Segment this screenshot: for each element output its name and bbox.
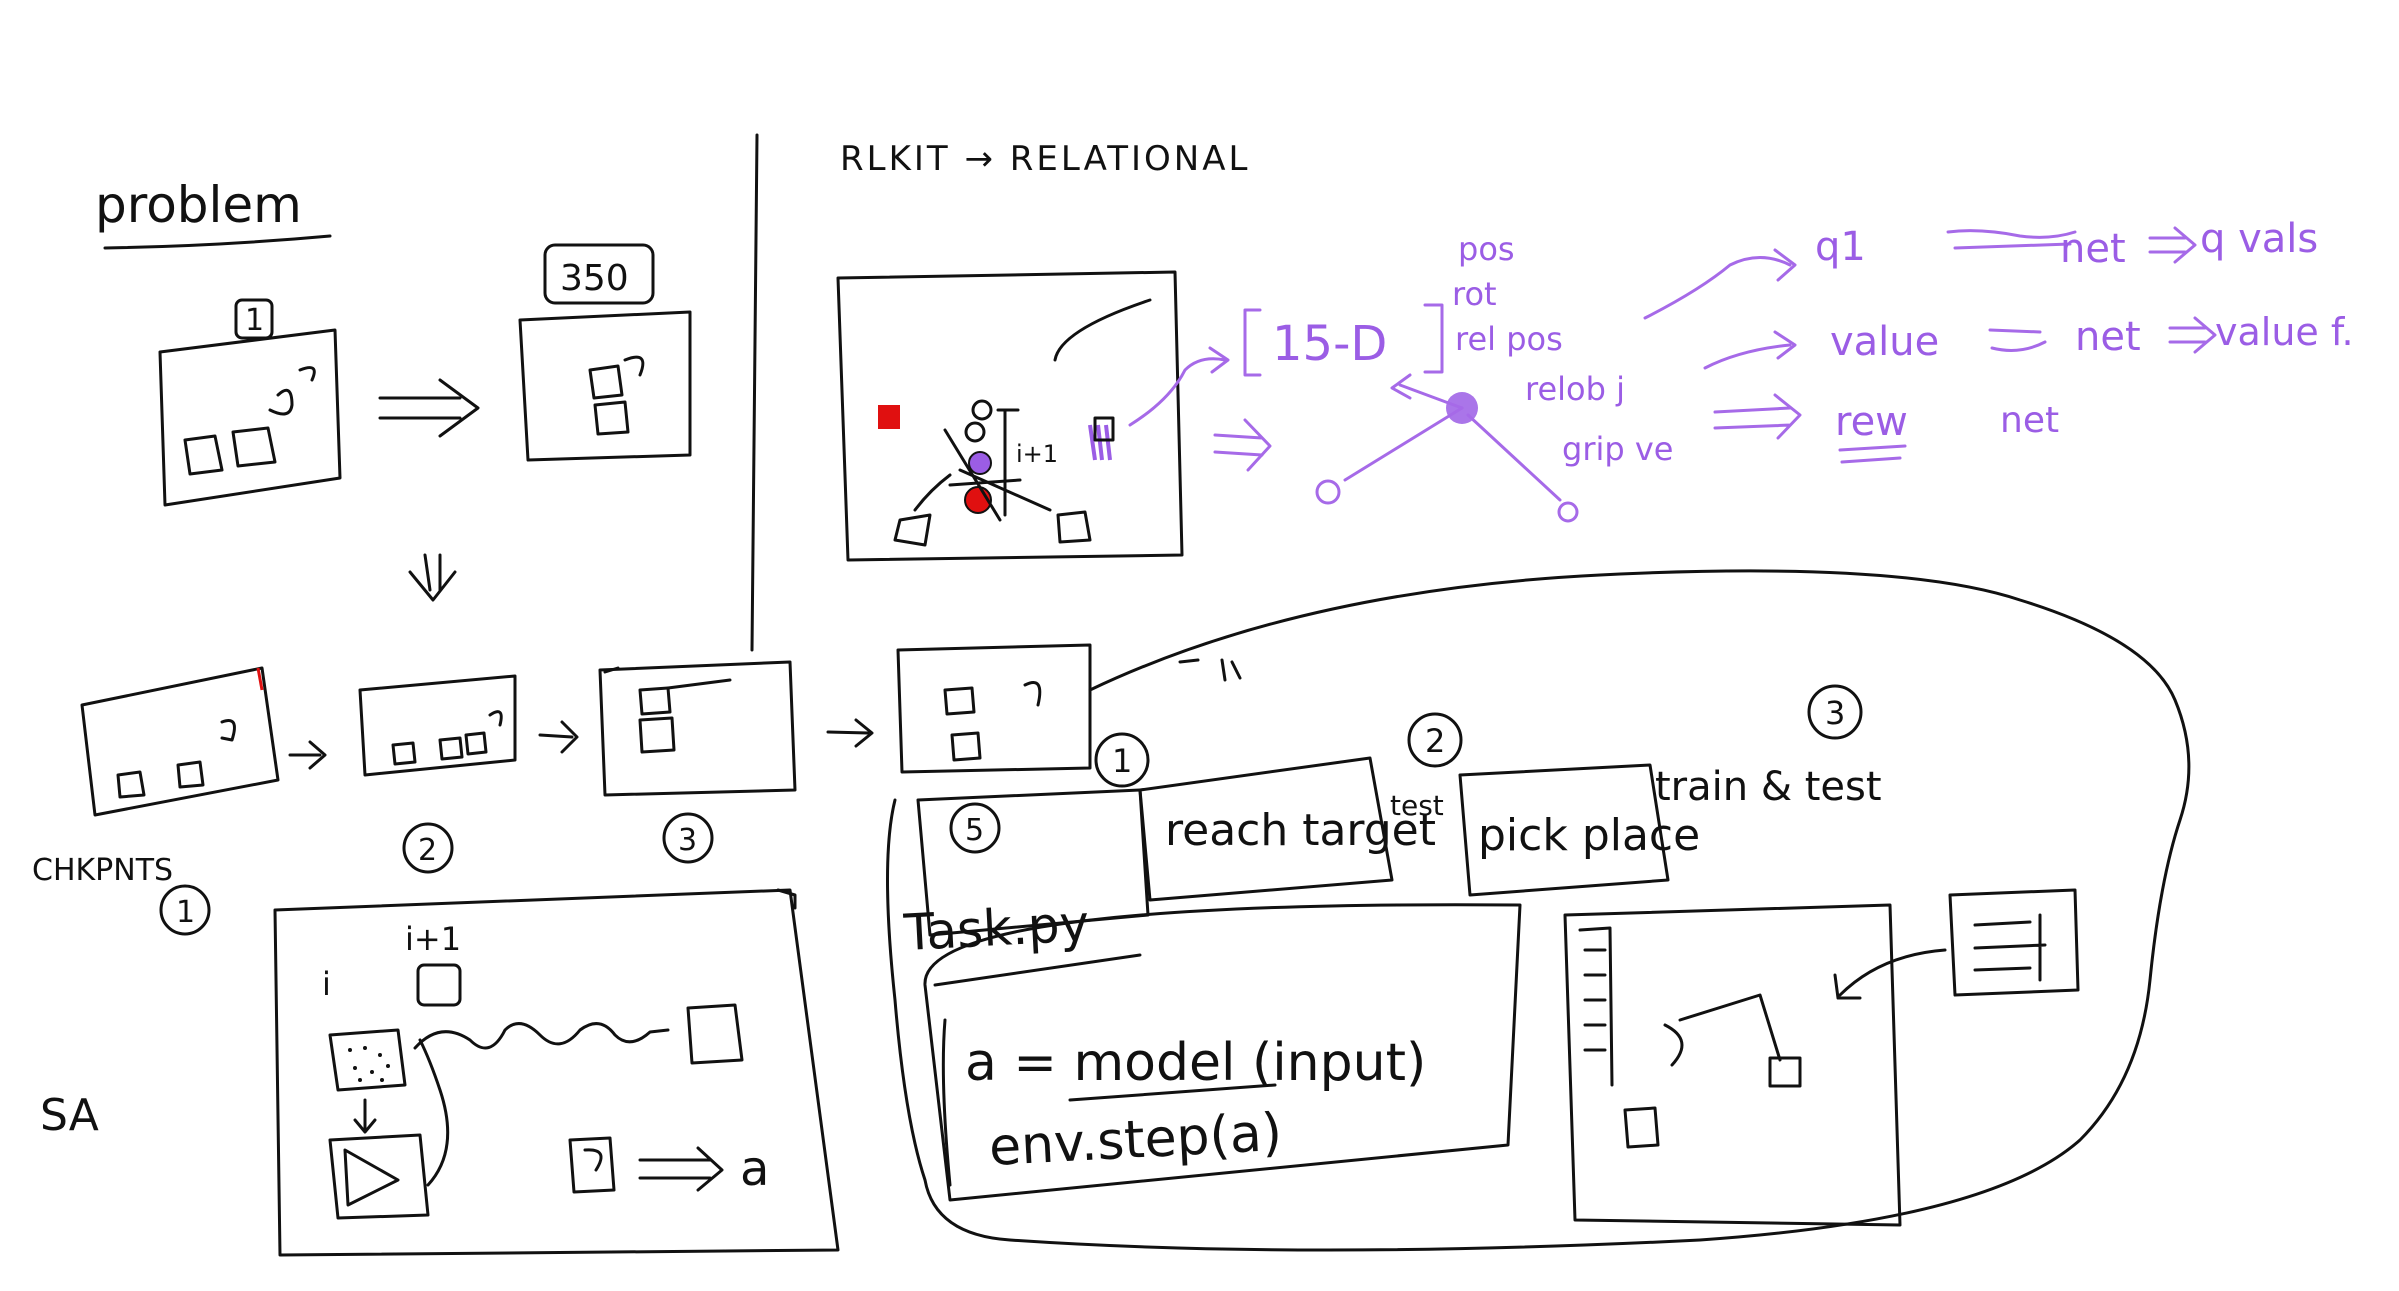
scene-initial — [158, 328, 342, 507]
arrow-next — [288, 740, 327, 770]
sa-label: SA — [40, 1090, 99, 1141]
task-loop-outline — [886, 569, 2191, 1252]
arrow-next — [826, 718, 874, 748]
arrow-right — [638, 1146, 724, 1192]
feature-label: rot — [1452, 275, 1497, 313]
sa-frame — [273, 888, 840, 1257]
sa-agent-box — [328, 1133, 430, 1220]
sa-goal-box — [686, 1003, 744, 1065]
sa-feedback-curve — [418, 1038, 450, 1187]
number-label: 3 — [678, 823, 697, 858]
strikethrough-scribble — [1946, 229, 2077, 250]
stage-connector: test — [1390, 789, 1444, 822]
sa-policy-box — [568, 1136, 616, 1194]
rlkit-title: RLKIT → RELATIONAL — [840, 139, 1250, 179]
sa-index-next: i+1 — [405, 920, 461, 958]
code-line: env.step(a) — [988, 1103, 1284, 1178]
stage-number: 1 — [1112, 742, 1132, 780]
checkpoint-5-frame — [896, 643, 1092, 774]
arrow-right — [2148, 226, 2197, 264]
net-label: net — [2075, 314, 2141, 360]
code-underline — [1068, 1083, 1277, 1102]
stage-label: reach target — [1165, 805, 1436, 856]
arrow-to-value-net — [1703, 330, 1797, 370]
vertical-divider — [750, 133, 759, 652]
number-circle — [949, 802, 1001, 854]
state-vector-bracket — [1243, 303, 1444, 377]
task-file-box: Task.py — [902, 788, 1150, 987]
net-output: q vals — [2200, 216, 2318, 262]
feature-label: pos — [1458, 230, 1515, 268]
arrow-right — [2168, 316, 2217, 354]
net-name: rew — [1835, 399, 1908, 445]
net-label: net — [2060, 226, 2126, 272]
arrow-to-rew-net — [1713, 393, 1802, 440]
stage-label: pick place — [1478, 810, 1700, 861]
count-badge — [543, 243, 655, 305]
arrow-down — [408, 553, 457, 602]
stage-1: 1 reach target — [1094, 732, 1436, 902]
number-label: 2 — [418, 833, 437, 868]
feature-label: relob j — [1525, 370, 1625, 408]
feature-label: grip ve — [1562, 430, 1673, 468]
sa-sequence-curve — [413, 1022, 670, 1050]
stage-number: 3 — [1825, 694, 1845, 732]
net-label: net — [2000, 400, 2059, 441]
sa-index-i: i — [322, 965, 331, 1003]
task-file-label: Task.py — [902, 894, 1091, 962]
stage-number: 2 — [1425, 722, 1445, 760]
arrow-left — [1833, 948, 1947, 1000]
problem-title: problem — [95, 176, 302, 234]
pen-mark — [1178, 658, 1242, 682]
number-circle — [402, 822, 454, 874]
problem-title-underline — [103, 234, 332, 250]
arm-joint-label: i+1 — [1016, 440, 1058, 468]
monitor-icon — [1948, 888, 2080, 997]
scene-stacked — [518, 310, 692, 462]
arrow-right — [378, 378, 480, 438]
number-label: 1 — [176, 895, 195, 930]
checkpoint-3-frame — [598, 660, 797, 797]
strikethrough-scribble — [1988, 328, 2047, 352]
graph-node — [1315, 373, 1579, 523]
arrow-right — [1213, 418, 1272, 472]
task-file-underline — [933, 953, 1142, 987]
stage-3: 3 train & test — [1655, 684, 1882, 810]
checkpoint-2-frame — [358, 674, 517, 777]
number-circle — [159, 884, 211, 936]
state-dim-label: 15-D — [1272, 316, 1387, 372]
checkpoints-label: CHKPNTS — [32, 853, 173, 888]
sim-window — [1563, 903, 1902, 1227]
sa-state-patch — [328, 1028, 407, 1092]
code-line: a = model (input) — [965, 1033, 1426, 1093]
net-name: q1 — [1815, 224, 1866, 270]
stage-2: 2 pick place — [1407, 712, 1700, 897]
arrow-down — [353, 1098, 377, 1134]
step-badge — [234, 298, 274, 340]
feature-label: rel pos — [1455, 320, 1563, 358]
checkpoint-1-frame — [80, 666, 280, 817]
step-badge-label: 1 — [245, 303, 264, 338]
sa-state-marker — [416, 963, 462, 1007]
arrow-to-q-net — [1643, 248, 1797, 320]
stage-label: train & test — [1655, 764, 1882, 810]
sa-action-label: a — [740, 1141, 769, 1197]
number-circle — [662, 812, 714, 864]
arrow-to-state — [1128, 346, 1230, 427]
number-label: 5 — [965, 813, 984, 848]
robot-scene-frame — [836, 270, 1184, 562]
net-name: value — [1830, 319, 1939, 365]
code-box — [923, 903, 1522, 1202]
net-name-underline — [1838, 444, 1907, 464]
count-badge-label: 350 — [560, 258, 629, 299]
net-output: value f. — [2215, 310, 2354, 354]
arrow-next — [538, 720, 579, 754]
